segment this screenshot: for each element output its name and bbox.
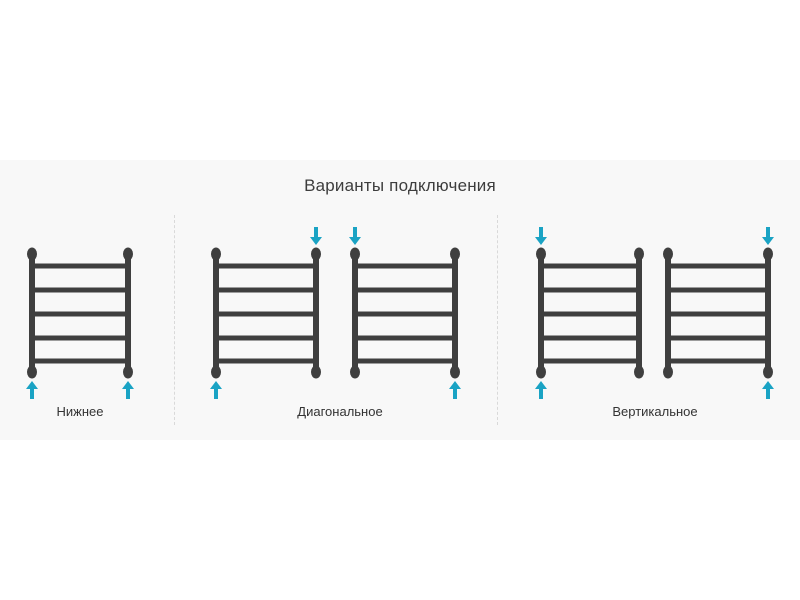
radiator-rail — [538, 254, 544, 372]
rail-end-cap — [450, 365, 460, 379]
rail-end-cap — [763, 365, 773, 379]
radiator-rung — [355, 358, 455, 364]
rail-end-cap — [450, 247, 460, 261]
rail-end-cap — [27, 365, 37, 379]
rail-end-cap — [311, 365, 321, 379]
arrow-down-icon — [310, 227, 322, 245]
towel-radiator — [349, 227, 461, 399]
arrow-down-icon — [762, 227, 774, 245]
radiator-rung — [668, 263, 768, 269]
towel-radiator — [26, 247, 134, 399]
radiator-rail — [352, 254, 358, 372]
radiator-rail — [125, 254, 131, 372]
rail-end-cap — [311, 247, 321, 261]
radiator-rung — [216, 358, 316, 364]
rail-end-cap — [536, 247, 546, 261]
radiator-rung — [541, 263, 639, 269]
radiator-rung — [668, 287, 768, 293]
rail-end-cap — [350, 365, 360, 379]
radiator-rung — [32, 263, 128, 269]
rail-end-cap — [211, 247, 221, 261]
rail-end-cap — [123, 365, 133, 379]
arrow-up-icon — [535, 381, 547, 399]
rail-end-cap — [536, 365, 546, 379]
radiator-rung — [668, 358, 768, 364]
radiator-rung — [355, 287, 455, 293]
diagram-title: Варианты подключения — [304, 176, 496, 195]
radiator-rail — [29, 254, 35, 372]
rail-end-cap — [763, 247, 773, 261]
radiator-rung — [541, 311, 639, 317]
arrow-up-icon — [762, 381, 774, 399]
radiator-rung — [32, 287, 128, 293]
radiator-rung — [355, 311, 455, 317]
rail-end-cap — [663, 247, 673, 261]
label-bottom-connection: Нижнее — [56, 404, 104, 419]
group-divider — [497, 215, 498, 425]
radiator-rung — [32, 358, 128, 364]
arrow-up-icon — [449, 381, 461, 399]
rail-end-cap — [123, 247, 133, 261]
radiator-rung — [668, 335, 768, 341]
radiator-rung — [541, 287, 639, 293]
radiator-rail — [213, 254, 219, 372]
rail-end-cap — [634, 365, 644, 379]
radiator-rail — [313, 254, 319, 372]
arrow-up-icon — [122, 381, 134, 399]
radiator-rung — [32, 335, 128, 341]
rail-end-cap — [27, 247, 37, 261]
radiator-rung — [216, 287, 316, 293]
radiator-rail — [665, 254, 671, 372]
towel-radiator — [663, 227, 774, 399]
radiator-rail — [636, 254, 642, 372]
label-vertical-connection: Вертикальное — [612, 404, 698, 419]
radiator-rung — [355, 335, 455, 341]
rail-end-cap — [663, 365, 673, 379]
radiator-rung — [541, 335, 639, 341]
towel-radiator — [210, 227, 322, 399]
arrow-up-icon — [210, 381, 222, 399]
radiator-rung — [668, 311, 768, 317]
towel-radiator — [535, 227, 644, 399]
rail-end-cap — [211, 365, 221, 379]
arrow-down-icon — [349, 227, 361, 245]
arrow-down-icon — [535, 227, 547, 245]
radiator-rung — [355, 263, 455, 269]
radiator-rail — [765, 254, 771, 372]
radiator-rung — [216, 311, 316, 317]
rail-end-cap — [350, 247, 360, 261]
label-diagonal-connection: Диагональное — [297, 404, 383, 419]
radiator-rung — [541, 358, 639, 364]
radiator-rung — [216, 263, 316, 269]
group-divider — [174, 215, 175, 425]
radiator-rail — [452, 254, 458, 372]
radiator-rung — [32, 311, 128, 317]
rail-end-cap — [634, 247, 644, 261]
arrow-up-icon — [26, 381, 38, 399]
radiator-rung — [216, 335, 316, 341]
